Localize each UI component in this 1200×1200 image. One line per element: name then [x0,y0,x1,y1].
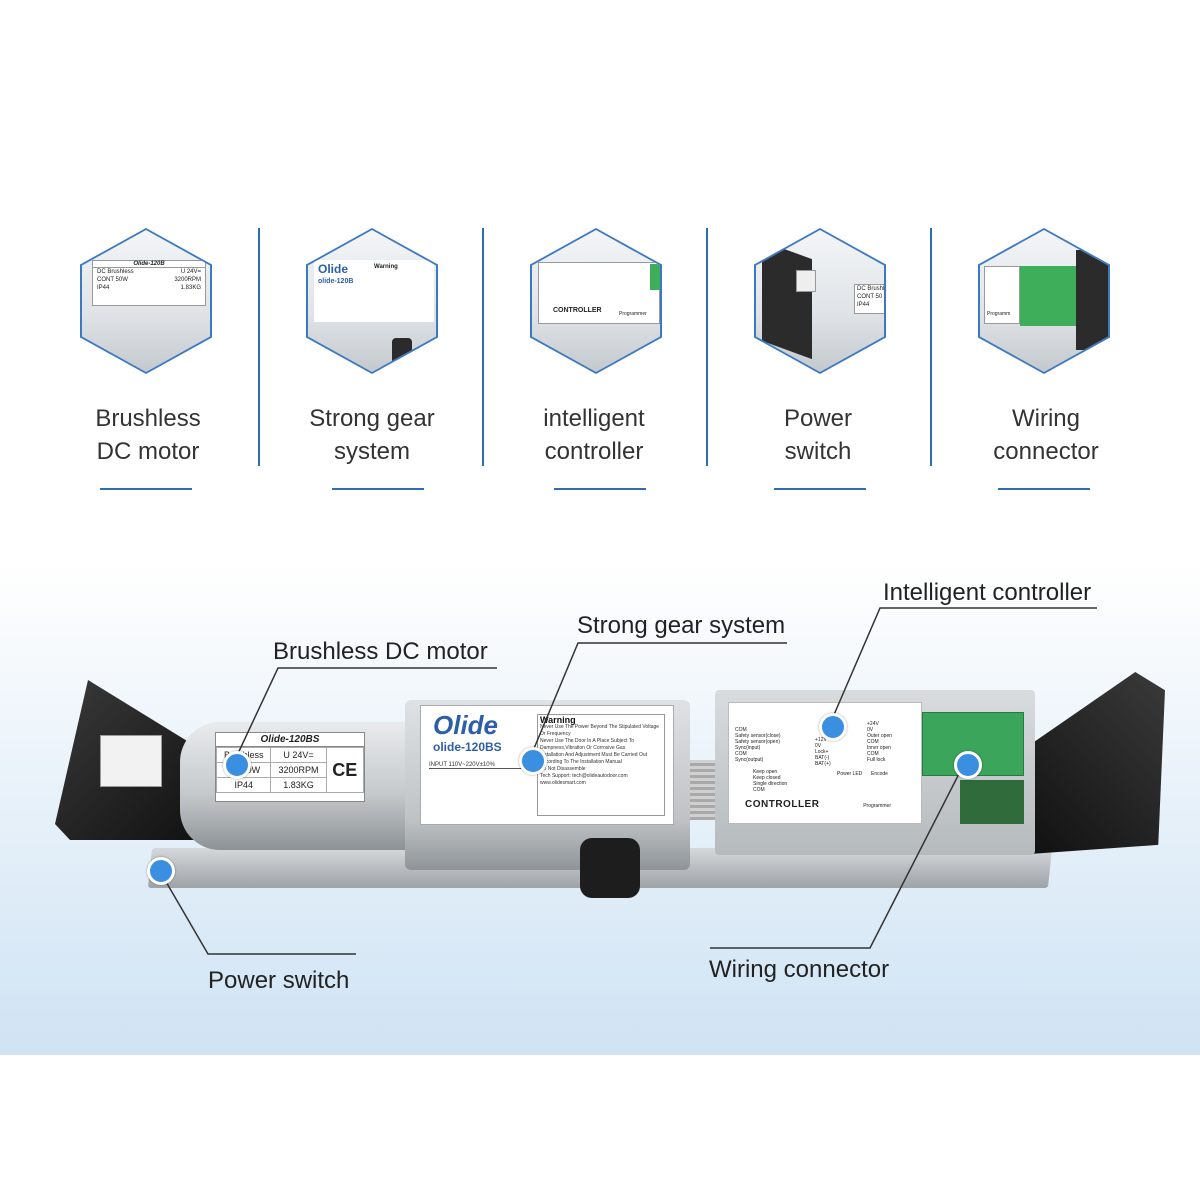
controller-thumbnail: CONTROLLER Programmer [530,228,662,374]
warning-line: Tech Support: tech@olideautodoor.com [540,773,628,779]
feature-underline [332,488,424,490]
terminal-name: COM [867,751,879,757]
callout-gear: Strong gear system [577,612,786,639]
controller-terminals-left: COM Safety sensor(close) Safety sensor(o… [735,727,781,763]
thumb-cell: 3200RPM [174,277,201,283]
terminal-name: COM [735,751,747,757]
programmer-label: Programmer [863,803,891,809]
thumb-title: Olide-120B [93,261,205,268]
terminal-name: COM [735,727,747,733]
terminal-name: +24V [867,721,879,727]
feature-label-controller: intelligent controller [543,405,645,465]
terminal-name: +12V [815,737,827,743]
separator [482,228,484,466]
hotspot-motor[interactable] [223,751,251,779]
callout-switch: Power switch [208,967,350,994]
feature-underline [554,488,646,490]
thumb-programmer: Programmer [619,311,647,317]
thumb-cell: CONT 50W [97,277,128,283]
feature-label-gear: Strong gear system [309,405,435,465]
gearbox-nameplate: Olide olide-120BS INPUT 110V~220V±10% Wa… [420,705,674,825]
terminal-name: BAT(+) [815,761,831,767]
callout-motor: Brushless DC motor [273,638,488,665]
power-led-label: Power LED [837,771,863,777]
callout-controller: Intelligent controller [883,579,1092,606]
motor-spec: IP44 [215,777,272,793]
warning-line: Never Use The Power Beyond The Stipulate… [540,724,660,737]
terminal-name: 0V [815,743,822,749]
feature-underline [774,488,866,490]
hotspot-switch[interactable] [147,857,175,885]
feature-label-power-switch: Power switch [783,405,853,465]
terminal-name: Full lock [867,757,886,763]
controller-terminals-right: +24V 0V Outer open COM Inner open COM Fu… [867,721,892,763]
warning-line: www.olidesmart.com [540,780,586,786]
feature-label-motor: Brushless DC motor [95,405,201,465]
terminal-name: COM [867,739,879,745]
warning-line: Never Use The Door In A Place Subject To… [540,738,635,751]
leader-line-controller [829,607,1097,725]
leader-line-gear [529,642,787,759]
terminal-name: Sync(output) [735,757,764,763]
terminal-name: Lock+ [815,749,829,755]
separator [706,228,708,466]
controller-mode-terms: Keep open Keep closed Single direction C… [753,769,787,793]
terminal-name: Keep closed [753,775,781,781]
terminal-name: Inner open [867,745,891,751]
thumb-brand: Olide [318,262,349,276]
hotspot-wiring[interactable] [954,751,982,779]
feature-underline [100,488,192,490]
controller-title: CONTROLLER [745,799,820,810]
leader-line-wiring [710,761,966,949]
terminal-name: Safety sensor(open) [735,739,781,745]
circuit-board [960,780,1024,824]
warning-line: Do Not Disassemble [540,766,586,772]
thumb-cell: 1.83KG [180,285,201,291]
motor-label-thumbnail: Olide-120B DC Brushless U 24V= CONT 50W 32… [80,228,212,374]
terminal-name: Outer open [867,733,893,739]
leader-line-motor [233,667,497,763]
ce-mark: CE [325,747,364,793]
separator [258,228,260,466]
encode-label: Encode [871,771,888,777]
hotspot-controller[interactable] [819,713,847,741]
terminal-name: Safety sensor(close) [735,733,781,739]
callout-wiring: Wiring connector [709,956,890,983]
thumb-programmer: Programm [987,311,1011,317]
hotspot-gear[interactable] [519,747,547,775]
separator [930,228,932,466]
thumb-model: olide-120B [318,278,354,285]
thumb-cell: DC Brushless [97,269,134,275]
output-shaft-knob [580,838,640,898]
terminal-name: BAT(-) [815,755,830,761]
input-rating: INPUT 110V~220V±10% [429,762,525,769]
terminal-name: Keep open [753,769,778,775]
thumb-cell: IP44 [97,285,110,291]
thumb-cell: IP44 [857,302,870,308]
power-terminal-block [100,735,162,787]
thumb-warning: Warning [374,264,398,270]
warning-line: Installation And Adjustment Must Be Carr… [540,752,647,765]
thumb-cell: U 24V= [180,269,201,275]
thumb-cell: DC Brushle [857,286,884,292]
warning-title: Warning [540,715,576,725]
terminal-name: COM [753,787,765,793]
terminal-name: Sync(input) [735,745,761,751]
terminal-name: Single direction [753,781,788,787]
leader-line-switch [157,867,356,955]
power-switch-thumbnail: DC Brushle CONT 50 IP44 [754,228,886,374]
terminal-name: 0V [867,727,874,733]
gear-model: olide-120BS [433,740,502,754]
motor-spec: 1.83KG [270,777,327,793]
brand-logo: Olide [433,710,499,740]
feature-underline [998,488,1090,490]
wiring-connector-thumbnail: Programm [978,228,1110,374]
feature-label-wiring: Wiring connector [993,405,1099,465]
gearbox-label-thumbnail: Olide olide-120B Warning [306,228,438,374]
controller-terminals-mid: +12V 0V Lock+ BAT(-) BAT(+) [815,737,831,767]
thumb-title: CONTROLLER [553,307,602,314]
thumb-cell: CONT 50 [857,294,883,300]
motor-model: Olide-120BS [216,733,364,747]
